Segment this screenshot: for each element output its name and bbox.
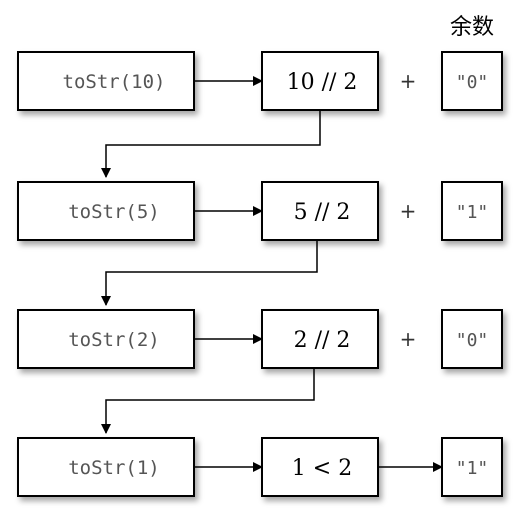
remainder-label-2: "1": [456, 202, 489, 223]
row-2: toStr(5) 5 // 2 + "1": [17, 181, 503, 241]
remainder-box-4: [441, 437, 503, 497]
remainder-box-3: [441, 309, 503, 369]
remainder-label-3: "0": [456, 330, 489, 351]
call-label-1: toStr(10): [63, 71, 166, 93]
call-label-3: toStr(2): [68, 329, 160, 351]
remainder-header: 余数: [450, 15, 494, 40]
recursion-connector-2: [101, 240, 318, 306]
call-label-2: toStr(5): [68, 201, 160, 223]
operation-label-2: 5 // 2: [294, 200, 351, 225]
row-1: toStr(10) 10 // 2 + "0": [17, 51, 503, 111]
operation-box-4: [261, 437, 379, 497]
remainder-box-2: [441, 181, 503, 241]
operation-label-1: 10 // 2: [287, 70, 358, 95]
recursion-connector-3: [101, 368, 315, 434]
call-box-4: [17, 437, 195, 497]
plus-sign-3: +: [400, 327, 417, 351]
remainder-label-4: "1": [456, 458, 489, 479]
operation-label-3: 2 // 2: [294, 328, 351, 353]
operation-box-1: [261, 51, 379, 111]
call-label-4: toStr(1): [68, 457, 160, 479]
row-3: toStr(2) 2 // 2 + "0": [17, 309, 503, 369]
call-box-3: [17, 309, 195, 369]
row-4: toStr(1) 1 < 2 "1": [17, 437, 503, 497]
remainder-label-1: "0": [456, 72, 489, 93]
plus-sign-1: +: [400, 69, 417, 93]
recursion-connector-1: [101, 110, 321, 178]
operation-label-4: 1 < 2: [292, 456, 352, 481]
operation-box-3: [261, 309, 379, 369]
plus-sign-2: +: [400, 199, 417, 223]
remainder-box-1: [441, 51, 503, 111]
operation-box-2: [261, 181, 379, 241]
call-box-1: [17, 51, 195, 111]
